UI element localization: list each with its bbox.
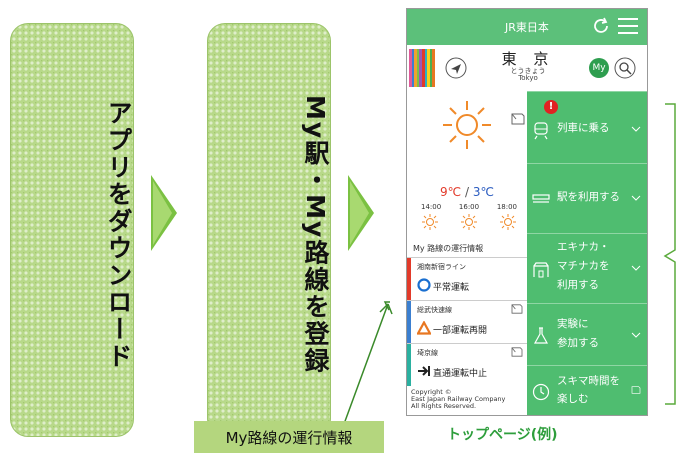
line-color-bar xyxy=(407,258,411,300)
line-name: 総武快速線 xyxy=(417,306,452,314)
alert-badge: ! xyxy=(544,100,558,114)
sun-icon xyxy=(443,101,491,149)
line-status-row[interactable]: 埼京線 直通運転中止 xyxy=(407,343,527,386)
menu-icon[interactable] xyxy=(617,17,639,35)
line-name: 埼京線 xyxy=(417,349,438,357)
share-icon[interactable] xyxy=(511,304,523,314)
copyright: Copyright © East Japan Railway Company A… xyxy=(411,389,529,410)
line-status: 直通運転中止 xyxy=(433,369,488,379)
menu-label: マチナカを xyxy=(557,260,610,272)
station-icon xyxy=(532,194,550,203)
arrow-right-icon xyxy=(348,175,374,251)
line-color-stripe xyxy=(421,49,425,87)
arrow-right-icon xyxy=(151,175,177,251)
share-icon[interactable] xyxy=(511,113,525,125)
normal-operation-icon xyxy=(417,278,431,292)
line-name: 湘南新宿ライン xyxy=(417,263,466,271)
chevron-down-icon xyxy=(631,265,641,271)
menu-column: ! 列車に乗る 駅を利用する エキナカ・ マチナカを 利用する 実験に 参加する… xyxy=(527,91,647,415)
partial-resume-icon xyxy=(417,321,431,335)
sun-icon xyxy=(500,214,516,230)
clock-icon xyxy=(532,383,550,401)
copyright-line: East Japan Railway Company xyxy=(411,395,506,403)
current-station-bar: 東 京 とうきょう Tokyo My xyxy=(407,45,647,92)
app-title: JR東日本 xyxy=(505,21,549,34)
line-color-stripes xyxy=(409,49,435,87)
forecast-hours: 14:00 16:00 18:00 xyxy=(421,203,517,211)
refresh-icon[interactable] xyxy=(591,16,611,36)
line-status: 平常運転 xyxy=(433,283,470,293)
line-status: 一部運転再開 xyxy=(433,326,488,336)
app-header: JR東日本 xyxy=(407,9,647,45)
share-icon[interactable] xyxy=(631,386,641,394)
menu-label: 実験に xyxy=(557,318,589,330)
temp-low: 3℃ xyxy=(472,185,494,199)
line-color-stripe xyxy=(409,49,412,87)
line-color-stripe xyxy=(432,49,435,87)
line-status-row[interactable]: 総武快速線 一部運転再開 xyxy=(407,300,527,343)
caption-top-page: トップページ(例) xyxy=(447,427,558,443)
line-status-title: My 路線の運行情報 xyxy=(413,244,484,253)
menu-label: 列車に乗る xyxy=(557,122,610,134)
menu-label: 参加する xyxy=(557,337,599,349)
station-roman: Tokyo xyxy=(518,74,538,82)
step-download-app: アプリをダウンロード xyxy=(10,23,134,437)
info-column: 9℃ / 3℃ 14:00 16:00 18:00 My 路線の運行情報 湘南新… xyxy=(407,91,527,415)
line-color-stripe xyxy=(414,49,417,87)
menu-label: 利用する xyxy=(557,279,599,291)
menu-label: エキナカ・ xyxy=(557,241,610,253)
bracket-icon xyxy=(663,103,676,405)
app-screen: JR東日本 東 京 とうきょう Tokyo My xyxy=(406,8,648,416)
forecast-icons xyxy=(421,213,517,231)
menu-use-station[interactable]: 駅を利用する xyxy=(527,163,647,234)
shop-icon xyxy=(533,262,549,278)
chevron-down-icon xyxy=(631,195,641,201)
temp-high: 9℃ xyxy=(440,185,462,199)
menu-label: スキマ時間を xyxy=(557,375,620,387)
line-color-bar xyxy=(407,344,411,386)
line-color-stripe xyxy=(419,49,422,87)
line-color-bar xyxy=(407,301,411,343)
menu-label: 駅を利用する xyxy=(557,191,620,203)
line-color-stripe xyxy=(429,49,433,87)
temperature: 9℃ / 3℃ xyxy=(407,185,527,199)
station-name: 東 京 xyxy=(501,50,555,68)
chevron-down-icon xyxy=(631,332,641,338)
copyright-line: Copyright © xyxy=(411,388,452,396)
chevron-down-icon xyxy=(631,126,641,132)
station-kana: とうきょう xyxy=(510,67,546,75)
location-icon[interactable] xyxy=(445,57,467,79)
copyright-line: All Rights Reserved. xyxy=(411,402,477,410)
weather-panel: 9℃ / 3℃ 14:00 16:00 18:00 xyxy=(407,91,527,239)
line-color-stripe xyxy=(416,49,420,87)
menu-experiment[interactable]: 実験に 参加する xyxy=(527,303,647,366)
sun-icon xyxy=(461,214,477,230)
through-service-suspended-icon xyxy=(418,366,430,376)
line-color-stripe xyxy=(427,49,430,87)
forecast-hour: 18:00 xyxy=(496,203,517,211)
forecast-hour: 14:00 xyxy=(421,203,442,211)
step-label-register: My駅・My路線を登録 xyxy=(301,95,330,375)
sun-icon xyxy=(422,214,438,230)
share-icon[interactable] xyxy=(511,347,523,357)
train-icon xyxy=(534,122,548,140)
temp-separator: / xyxy=(461,185,473,199)
menu-ekinaka[interactable]: エキナカ・ マチナカを 利用する xyxy=(527,233,647,304)
forecast-hour: 16:00 xyxy=(458,203,480,211)
flask-icon xyxy=(533,327,549,344)
my-button[interactable]: My xyxy=(589,58,609,78)
caption-my-line-status: My路線の運行情報 xyxy=(194,421,384,453)
menu-spare-time[interactable]: スキマ時間を 楽しむ xyxy=(527,365,647,415)
menu-ride-train[interactable]: ! 列車に乗る xyxy=(527,91,647,164)
step-register-my-station: My駅・My路線を登録 xyxy=(207,23,331,437)
search-icon[interactable] xyxy=(614,57,636,79)
caption-text: My路線の運行情報 xyxy=(225,429,353,447)
line-status-row[interactable]: 湘南新宿ライン 平常運転 xyxy=(407,257,527,300)
line-color-stripe xyxy=(424,49,428,87)
line-color-stripe xyxy=(411,49,415,87)
menu-label: 楽しむ xyxy=(557,393,589,405)
step-label-download: アプリをダウンロード xyxy=(104,100,133,370)
pointer-line xyxy=(343,301,393,425)
